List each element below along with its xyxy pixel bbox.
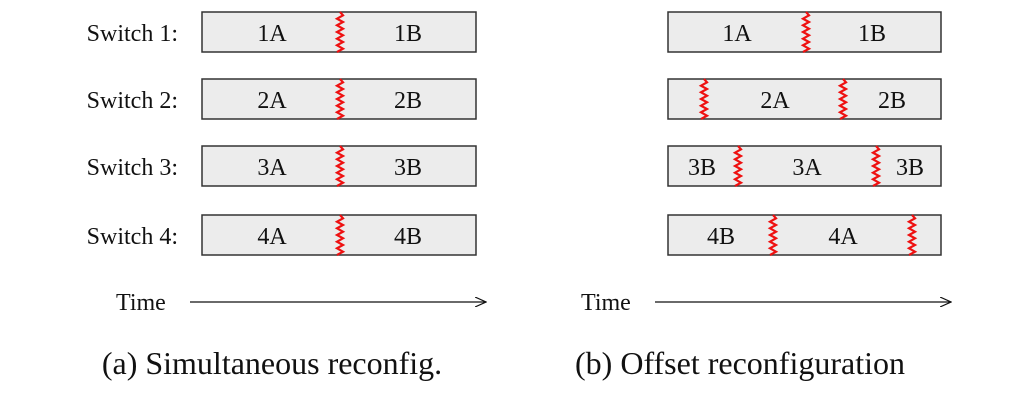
panel-b: 1A 1B 2A 2B 3B 3A 3B 4B 4A Time (b <box>575 11 951 381</box>
segment-label: 3B <box>688 155 716 181</box>
zigzag-line <box>837 78 849 120</box>
segment-label: 4A <box>257 224 287 250</box>
switch-label-2: Switch 2: <box>87 88 178 114</box>
reconfig-break <box>732 145 744 187</box>
time-axis-label: Time <box>116 290 166 316</box>
panel-b-caption: (b) Offset reconfiguration <box>575 345 905 381</box>
segment-label: 1A <box>722 21 752 47</box>
reconfig-break <box>698 78 710 120</box>
segment-label: 1B <box>858 21 886 47</box>
segment-label: 4B <box>394 224 422 250</box>
segment-label: 3A <box>792 155 822 181</box>
reconfig-break <box>334 214 346 256</box>
panel-b-row-2: 2A 2B <box>667 78 942 120</box>
zigzag-line <box>698 78 710 120</box>
switch-label-3: Switch 3: <box>87 155 178 181</box>
time-axis-label: Time <box>581 290 631 316</box>
segment-label: 4A <box>828 224 858 250</box>
segment-label: 1B <box>394 21 422 47</box>
zigzag-line <box>800 11 812 53</box>
zigzag-line <box>870 145 882 187</box>
switch-3-bar <box>667 145 942 187</box>
panel-a-row-1: 1A 1B <box>201 11 477 53</box>
panel-a-caption: (a) Simultaneous reconfig. <box>102 345 442 381</box>
panel-a: 1A 1B 2A 2B 3A 3B 4A 4B Time (a) Simulta… <box>102 11 486 381</box>
switch-label-1: Switch 1: <box>87 21 178 47</box>
switch-2-bar <box>667 78 942 120</box>
panel-b-row-3: 3B 3A 3B <box>667 145 942 187</box>
panel-b-row-1: 1A 1B <box>667 11 942 53</box>
segment-label: 3B <box>394 155 422 181</box>
panel-a-row-4: 4A 4B <box>201 214 477 256</box>
zigzag-line <box>334 11 346 53</box>
segment-label: 1A <box>257 21 287 47</box>
segment-label: 2A <box>257 88 287 114</box>
segment-label: 2B <box>394 88 422 114</box>
zigzag-line <box>767 214 779 256</box>
reconfig-break <box>767 214 779 256</box>
panel-a-row-3: 3A 3B <box>201 145 477 187</box>
switch-label-4: Switch 4: <box>87 224 178 250</box>
zigzag-line <box>906 214 918 256</box>
segment-label: 3B <box>896 155 924 181</box>
reconfig-break <box>800 11 812 53</box>
segment-label: 2A <box>760 88 790 114</box>
zigzag-line <box>732 145 744 187</box>
reconfig-break <box>906 214 918 256</box>
reconfig-break <box>334 11 346 53</box>
reconfig-break <box>870 145 882 187</box>
reconfig-break <box>334 78 346 120</box>
zigzag-line <box>334 145 346 187</box>
zigzag-line <box>334 214 346 256</box>
switch-4-bar <box>667 214 942 256</box>
panel-a-row-2: 2A 2B <box>201 78 477 120</box>
panel-b-row-4: 4B 4A <box>667 214 942 256</box>
reconfig-break <box>837 78 849 120</box>
reconfig-break <box>334 145 346 187</box>
segment-label: 2B <box>878 88 906 114</box>
segment-label: 3A <box>257 155 287 181</box>
zigzag-line <box>334 78 346 120</box>
segment-label: 4B <box>707 224 735 250</box>
switch-labels: Switch 1: Switch 2: Switch 3: Switch 4: <box>87 21 178 250</box>
